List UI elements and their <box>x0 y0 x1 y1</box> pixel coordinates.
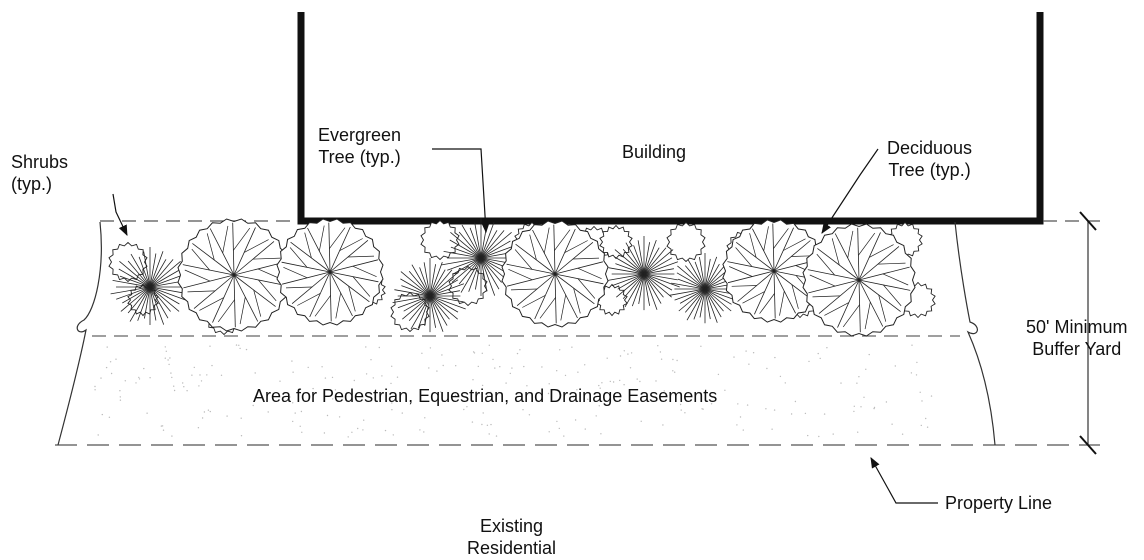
leader-arrow-icon <box>821 148 879 234</box>
shrub-symbol <box>420 219 460 261</box>
break-line-symbol-left <box>57 221 102 446</box>
label-line: Deciduous <box>887 138 973 158</box>
leader-arrow-icon <box>432 148 490 234</box>
break-line-symbol-right <box>954 221 996 446</box>
easement-stipple <box>94 344 933 438</box>
easement-label: Area for Pedestrian, Equestrian, and Dra… <box>253 386 718 406</box>
dimension-tick-bottom <box>1079 435 1097 455</box>
building-outline <box>297 12 1044 225</box>
evergreen-tree-symbol <box>606 236 680 311</box>
dimension-tick-top <box>1079 211 1097 231</box>
buffer-dimension-label: 50' Minimum Buffer Yard <box>1026 316 1127 360</box>
label-line: Tree (typ.) <box>888 160 971 180</box>
leader-arrow-icon <box>870 457 938 504</box>
deciduous-tree-symbol <box>501 220 609 328</box>
deciduous-tree-symbol <box>177 218 291 332</box>
property-line-label: Property Line <box>945 493 1053 513</box>
evergreen-tree-symbol <box>110 247 188 325</box>
deciduous-tree-symbol <box>802 223 916 337</box>
shrub-symbol <box>666 221 706 263</box>
label-line: Tree (typ.) <box>318 147 401 167</box>
label-line: Residential <box>467 538 557 558</box>
planting-strip <box>108 218 936 337</box>
evergreen-tree-symbol <box>392 258 466 333</box>
leader-arrow-icon <box>112 193 128 236</box>
evergreen-tree-label: Evergreen Tree (typ.) <box>318 124 401 168</box>
label-line: Shrubs <box>11 152 69 172</box>
building-label: Building <box>622 142 687 162</box>
shrubs-label: Shrubs (typ.) <box>11 151 68 195</box>
deciduous-tree-label: Deciduous Tree (typ.) <box>887 137 972 181</box>
existing-residential-label: Existing Residential <box>467 515 556 559</box>
evergreen-tree-symbol <box>441 218 519 296</box>
deciduous-tree-symbol <box>276 218 384 326</box>
deciduous-tree-symbol <box>722 219 826 323</box>
label-line: (typ.) <box>11 174 53 194</box>
label-line: Buffer Yard <box>1032 339 1122 359</box>
label-line: Existing <box>480 516 544 536</box>
label-line: 50' Minimum <box>1026 317 1128 337</box>
label-line: Evergreen <box>318 125 402 145</box>
